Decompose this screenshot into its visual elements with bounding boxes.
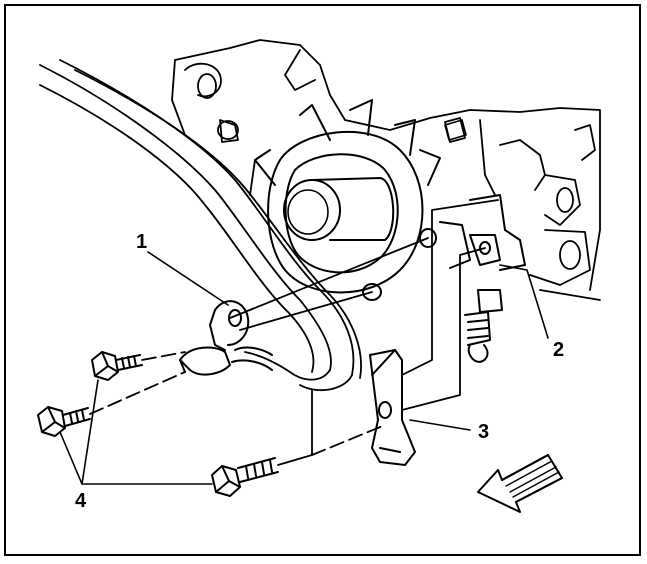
callout-1: 1 [136,231,148,253]
leader-lines [59,251,549,485]
sensor-bracket [464,194,526,363]
coolant-pipe-assembly [39,59,362,392]
bolt-left [37,406,91,437]
pipe-clamp [179,300,273,376]
callout-3: 3 [478,421,490,443]
block-stud [444,119,467,141]
engine-block [171,39,601,301]
bolt-lower [211,457,279,497]
hose-bracket [369,349,416,466]
water-pump-housing [254,99,471,301]
bolt-upper [91,351,143,381]
figure-border [4,4,641,556]
forward-arrow-icon [477,454,563,513]
callout-2: 2 [553,339,565,361]
alignment-lines [89,199,499,466]
callout-4: 4 [75,490,87,512]
